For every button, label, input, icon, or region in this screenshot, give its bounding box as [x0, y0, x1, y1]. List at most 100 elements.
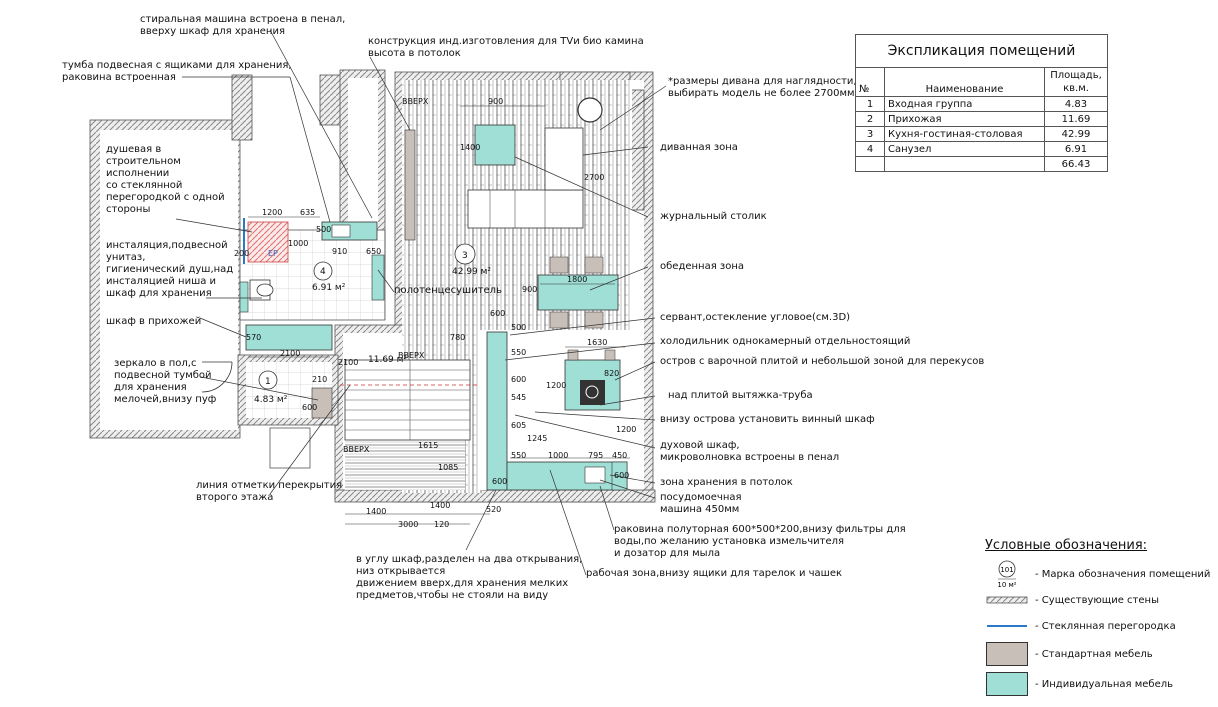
- dimension-lines: [248, 105, 630, 525]
- dim-text: 1200: [616, 425, 636, 434]
- dim-text: 1245: [527, 434, 547, 443]
- hall-wardrobe: [245, 324, 333, 351]
- tv-unit: [404, 129, 416, 241]
- dim-text: 500: [511, 323, 526, 332]
- dim-text: 2100: [338, 358, 358, 367]
- explication-title: Экспликация помещений: [855, 34, 1108, 68]
- shower-tray: [247, 221, 289, 263]
- note-island: остров с варочной плитой и небольшой зон…: [660, 356, 985, 367]
- bathroom: [239, 218, 385, 313]
- dim-text: 200: [234, 249, 249, 258]
- dim-text: 550: [511, 451, 526, 460]
- standard-furniture-swatch: [986, 642, 1028, 666]
- note-hood: над плитой вытяжка-труба: [668, 390, 813, 401]
- dim-text: 650: [366, 247, 381, 256]
- dim-text: 600: [492, 477, 507, 486]
- legend-item-mark: 101 10 м² - Марка обозначения помещений: [985, 560, 1215, 589]
- dim-text: 1200: [546, 381, 566, 390]
- room4-num: 4: [320, 267, 326, 277]
- room-mark-4: [313, 261, 333, 281]
- room1-num: 1: [265, 377, 271, 387]
- dim-text: 600: [302, 403, 317, 412]
- note-oven: духовой шкаф,микроволновка встроены в пе…: [660, 440, 840, 463]
- dimension-texts: 1200 635 500 1000 200 910 650 900 1400 2…: [234, 97, 636, 529]
- legend-title: Условные обозначения:: [985, 538, 1148, 553]
- dining-table: [537, 274, 619, 311]
- dim-text: 520: [486, 505, 501, 514]
- leader-lines: [175, 29, 667, 576]
- room-mark-3: [454, 243, 476, 265]
- room3-num: 3: [462, 251, 468, 261]
- dim-text: 600: [490, 309, 505, 318]
- legend-item-standard: - Стандартная мебель: [985, 639, 1215, 669]
- room-mark-icon: 101 10 м²: [997, 560, 1017, 589]
- note-corner-wardrobe: в углу шкаф,разделен на два открывания,н…: [356, 554, 583, 601]
- note-towel-dryer: полотенцесушитель: [394, 285, 502, 296]
- dim-text: 2700: [584, 173, 604, 182]
- sofa: [467, 189, 584, 229]
- note-coffee-table: журнальный столик: [660, 211, 767, 222]
- legend-item-individual: - Индивидуальная мебель: [985, 669, 1215, 699]
- dim-text: 1400: [366, 507, 386, 516]
- ep-label: ЕР: [268, 249, 278, 258]
- up-label: ВВЕРХ: [343, 445, 370, 454]
- legend: Условные обозначения: 101 10 м² - Марка …: [985, 538, 1215, 699]
- note-work-zone: рабочая зона,внизу ящики для тарелок и ч…: [586, 568, 843, 579]
- dim-text: 605: [511, 421, 526, 430]
- hall: [201, 324, 333, 469]
- note-hall-wardrobe: шкаф в прихожей: [106, 316, 202, 327]
- individual-furniture-swatch: [986, 672, 1028, 696]
- up-label: ВВЕРХ: [402, 97, 429, 106]
- room3-area: 42.99 м²: [452, 267, 491, 277]
- dim-text: 500: [316, 225, 331, 234]
- dim-text: 550: [511, 348, 526, 357]
- worktop: [506, 461, 628, 491]
- dim-text: 450: [612, 451, 627, 460]
- note-sofa-zone: диванная зона: [660, 142, 738, 153]
- note-fridge: холодильник однокамерный отдельностоящий: [660, 336, 911, 347]
- note-wine: внизу острова установить винный шкаф: [660, 414, 875, 425]
- dim-text: 635: [300, 208, 315, 217]
- dim-text: 545: [511, 393, 526, 402]
- room-mark-1: [258, 370, 278, 390]
- dim-text: 570: [246, 333, 261, 342]
- dim-text: 1200: [262, 208, 282, 217]
- room-labels: 1 4.83 м² 11.69 м² 3 42.99 м² 4 6.91 м² …: [254, 97, 491, 454]
- col-num: №: [855, 67, 885, 97]
- table-row: 3 Кухня-гостиная-столовая 42.99: [855, 126, 1108, 142]
- svg-text:101: 101: [1000, 566, 1013, 574]
- note-storage: зона хранения в потолок: [660, 477, 793, 488]
- dim-text: 1800: [567, 275, 587, 284]
- dim-text: 795: [588, 451, 603, 460]
- kitchen: [486, 331, 628, 491]
- note-dining-zone: обеденная зона: [660, 261, 745, 272]
- dim-text: 1000: [288, 239, 308, 248]
- legend-item-walls: - Существующие стены: [985, 587, 1215, 613]
- dim-text: 1630: [587, 338, 607, 347]
- room2-area: 11.69 м²: [368, 355, 407, 365]
- legend-item-glass: - Стеклянная перегородка: [985, 613, 1215, 639]
- coffee-table: [474, 124, 516, 166]
- note-tv: конструкция инд.изготовления для TVи био…: [368, 36, 644, 59]
- dim-text: 780: [450, 333, 465, 342]
- svg-text:10 м²: 10 м²: [997, 581, 1016, 589]
- dim-text: 820: [604, 369, 619, 378]
- col-name: Наименование: [884, 67, 1045, 97]
- dim-text: 900: [522, 285, 537, 294]
- dim-text: 120: [434, 520, 449, 529]
- room1-area: 4.83 м²: [254, 395, 288, 405]
- table-row: 4 Санузел 6.91: [855, 141, 1108, 157]
- dim-text: 3000: [398, 520, 418, 529]
- dim-text: 900: [488, 97, 503, 106]
- dim-text: 910: [332, 247, 347, 256]
- dim-text: 1400: [460, 143, 480, 152]
- note-sofa-dims: *размеры дивана для наглядности,выбирать…: [668, 76, 857, 99]
- col-area: Площадь, кв.м.: [1044, 67, 1108, 97]
- sink: [584, 466, 606, 484]
- living: [404, 97, 619, 329]
